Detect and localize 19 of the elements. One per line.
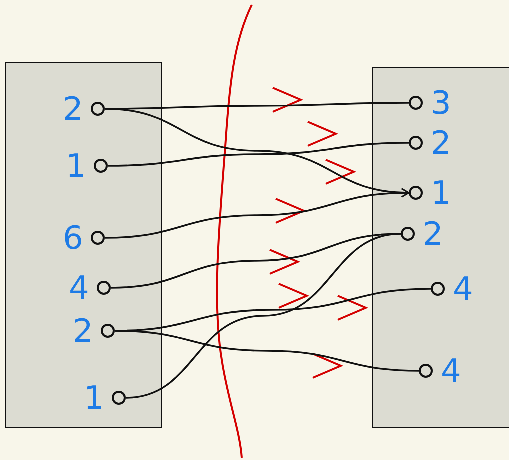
pin-number: 6 [63,218,84,258]
panel-box [372,67,509,428]
pin-number: 4 [441,351,462,391]
connector [126,233,402,399]
pin-number: 4 [69,268,90,308]
pin-number: 2 [431,123,452,163]
pin-number: 4 [453,269,474,309]
connector [105,192,410,239]
connector [105,108,410,198]
pin-number: 2 [63,89,84,129]
pin-number: 3 [431,83,452,123]
pin-number: 2 [73,311,94,351]
pin-number: 1 [431,173,452,213]
pin-number: 1 [66,146,86,186]
pin-number: 2 [423,214,444,254]
panel-box [5,62,162,428]
connector [115,330,420,372]
connector [108,142,410,167]
pin-number: 1 [84,378,104,418]
